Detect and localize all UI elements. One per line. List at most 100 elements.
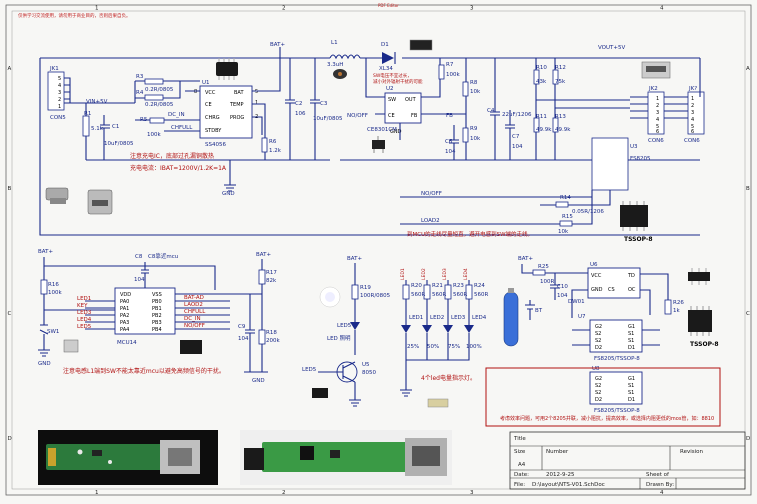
svg-text:0.05R/1206: 0.05R/1206: [572, 209, 604, 215]
resistor-r3: [144, 78, 164, 85]
svg-text:R20: R20: [411, 283, 422, 289]
svg-text:STDBY: STDBY: [205, 128, 222, 134]
header-note: 仅供学习交流使用，请勿用于商业目的，否则后果自负。: [18, 12, 131, 19]
svg-text:BT: BT: [535, 308, 543, 314]
svg-text:104: 104: [238, 336, 249, 342]
svg-text:CE8301CM: CE8301CM: [367, 127, 397, 133]
svg-text:JK?: JK?: [688, 86, 697, 92]
top-rail: BAT+ VOUT+5V: [39, 42, 700, 236]
col-label: 4: [660, 6, 664, 12]
net-gnd: GND: [222, 191, 235, 197]
svg-text:82k: 82k: [266, 278, 277, 284]
svg-text:LED1: LED1: [400, 268, 406, 280]
tssop-photo-2: TSSOP-8: [688, 306, 719, 348]
resistor-r19: [351, 284, 359, 300]
resistor-r6: [261, 137, 268, 153]
svg-text:C9: C9: [238, 324, 246, 330]
svg-text:R4: R4: [136, 90, 144, 96]
net-led4: LED4: [77, 317, 92, 323]
ic-u6-dw01: U6 VCC TD GND OC CS DW01: [568, 262, 641, 305]
svg-text:C2: C2: [295, 101, 302, 107]
svg-text:D2: D2: [595, 345, 602, 351]
svg-text:PB1: PB1: [152, 306, 162, 312]
net-bat-right: BAT+: [518, 256, 533, 262]
sot23-transistor-photo: [312, 388, 328, 398]
svg-text:22uF/1206: 22uF/1206: [502, 112, 532, 118]
svg-text:R3: R3: [136, 74, 144, 80]
svg-text:XL34: XL34: [379, 66, 393, 72]
row-label: B: [746, 186, 750, 192]
svg-text:4: 4: [691, 117, 694, 123]
svg-text:TSSOP-8: TSSOP-8: [624, 236, 653, 243]
svg-text:2: 2: [58, 97, 61, 103]
svg-text:R15: R15: [562, 214, 573, 220]
net-load2: LOAD2: [421, 218, 440, 224]
svg-text:CON6: CON6: [684, 138, 700, 144]
row-label: D: [8, 436, 12, 442]
jk1-name: CON5: [50, 115, 66, 121]
svg-text:5: 5: [58, 76, 61, 82]
svg-text:L1: L1: [331, 40, 338, 46]
svg-text:R11: R11: [536, 114, 547, 120]
net-key: KEY: [77, 303, 88, 309]
net-no-off-mcu: NO/OFF: [184, 323, 205, 329]
svg-text:Revision: Revision: [680, 449, 703, 455]
svg-text:FS8205/TSSOP-8: FS8205/TSSOP-8: [594, 356, 640, 362]
svg-text:100R/0805: 100R/0805: [360, 293, 391, 299]
row-label: B: [8, 186, 12, 192]
jk1-ref: JK1: [49, 66, 59, 72]
svg-text:U3: U3: [630, 144, 638, 150]
resistor-r17: [258, 269, 266, 285]
svg-text:1: 1: [58, 104, 61, 110]
svg-text:VDD: VDD: [120, 292, 131, 298]
svg-text:100k: 100k: [48, 290, 62, 296]
svg-text:3: 3: [58, 90, 61, 96]
soic-photo: [180, 340, 202, 354]
connector-jk: JK? CON6 1 2 3 4 5 6: [684, 86, 705, 144]
connector-jk2: JK2 CON6 1 2 3 4 5 6: [647, 86, 665, 144]
svg-text:43k: 43k: [536, 79, 547, 85]
svg-text:S1: S1: [628, 390, 634, 396]
capacitor-c7: [505, 110, 515, 160]
ic-u7: U7 G2 S2 S2 D2 G1 S1 S1 D1 FS8205/TSSOP-…: [578, 314, 643, 362]
svg-text:560R: 560R: [474, 292, 488, 298]
svg-text:LED4: LED4: [472, 315, 487, 321]
charger-current-note: 充电电流：IBAT=1200V/1.2K=1A: [130, 164, 227, 172]
smd-led-photo: [427, 398, 449, 408]
net-laod2: LAOD2: [184, 302, 203, 308]
resistor-r8: [462, 81, 469, 97]
svg-text:G1: G1: [628, 376, 635, 382]
svg-text:S1: S1: [628, 338, 634, 344]
svg-text:Drawn By:: Drawn By:: [646, 482, 674, 488]
net-led1: LED1: [77, 296, 91, 302]
svg-text:R24: R24: [474, 283, 485, 289]
svg-text:U5: U5: [362, 362, 370, 368]
svg-text:SW1: SW1: [47, 329, 59, 335]
svg-text:JK2: JK2: [648, 86, 658, 92]
net-led3: LED3: [77, 310, 92, 316]
svg-text:6: 6: [691, 129, 694, 135]
svg-text:BAT: BAT: [234, 90, 244, 96]
svg-text:PA4: PA4: [120, 327, 129, 333]
row-label: C: [8, 311, 12, 317]
svg-text:100R: 100R: [540, 279, 554, 285]
svg-text:3: 3: [691, 110, 694, 116]
transistor-u5: U5 8050 LED5: [302, 361, 376, 400]
col-label: 1: [95, 6, 99, 12]
ic-u2-ce8301: U2 SW OUT CE GND FB CE8301CM: [367, 86, 422, 135]
svg-text:VCC: VCC: [205, 90, 216, 96]
svg-text:104: 104: [512, 144, 523, 150]
svg-text:减小对外辐射干扰的可能: 减小对外辐射干扰的可能: [373, 78, 423, 85]
col-label: 4: [660, 490, 664, 496]
svg-text:LED2: LED2: [430, 315, 444, 321]
svg-text:LED5: LED5: [302, 367, 317, 373]
sot23-6-photo: [688, 268, 710, 285]
svg-text:49.9k: 49.9k: [536, 127, 552, 133]
svg-text:LED4: LED4: [463, 268, 469, 280]
svg-text:C1: C1: [112, 124, 119, 130]
svg-text:R25: R25: [538, 264, 549, 270]
svg-text:560R: 560R: [432, 292, 446, 298]
svg-text:D:\layout\NTS-V01.SchDoc: D:\layout\NTS-V01.SchDoc: [532, 482, 605, 488]
pcb-photo-front: [38, 430, 218, 485]
